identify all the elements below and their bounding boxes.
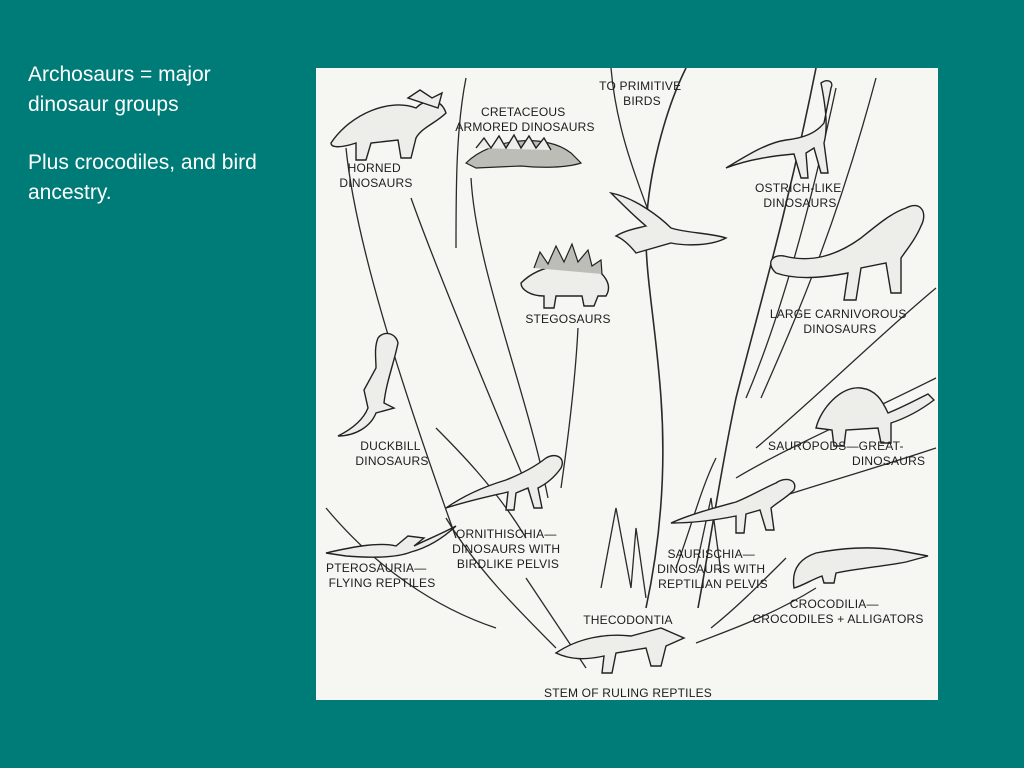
branch-pterosauria xyxy=(445,517,557,649)
label-large-carnivorous: LARGE CARNIVOROUS DINOSAURS xyxy=(770,307,910,336)
branch-cretaceous xyxy=(470,177,549,499)
label-ostrich-like: OSTRICH-LIKE DINOSAURS xyxy=(755,181,845,210)
large-carnivore-figure xyxy=(770,204,925,301)
branch-carnivore xyxy=(755,287,937,449)
slide-text: Archosaurs = major dinosaur groups Plus … xyxy=(28,60,278,236)
label-duckbill: DUCKBILL DINOSAURS xyxy=(355,439,428,468)
label-primitive-birds: TO PRIMITIVE BIRDS xyxy=(599,79,685,108)
thecodont-figure xyxy=(554,627,686,674)
label-cretaceous-armored: CRETACEOUS ARMORED DINOSAURS xyxy=(455,105,594,134)
duckbill-figure xyxy=(337,332,399,437)
tree-labels: TO PRIMITIVE BIRDS CRETACEOUS ARMORED DI… xyxy=(326,79,925,700)
ostrich-dinosaur-figure xyxy=(725,80,833,179)
tree-branches xyxy=(325,68,937,669)
basal-spikes xyxy=(600,507,647,599)
saurischian-figure xyxy=(670,478,796,534)
branch-crocodilia xyxy=(710,557,787,629)
bird-ancestor-figure xyxy=(608,191,728,254)
slide-paragraph-2: Plus crocodiles, and bird ancestry. xyxy=(28,151,257,204)
branch-left-low xyxy=(325,507,497,629)
branch-primitive-birds xyxy=(610,68,652,219)
label-stegosaurs: STEGOSAURS xyxy=(525,312,610,326)
armored-dinosaur-figure xyxy=(464,133,583,169)
branch-far-left xyxy=(345,147,457,539)
sauropod-figure xyxy=(815,387,936,447)
branch-left-top xyxy=(455,77,467,249)
branch-stegosaurs xyxy=(560,327,579,489)
archosaur-family-tree: TO PRIMITIVE BIRDS CRETACEOUS ARMORED DI… xyxy=(316,68,938,700)
slide-paragraph-1: Archosaurs = major dinosaur groups xyxy=(28,63,211,116)
branch-horned xyxy=(410,197,537,509)
ornithischian-figure xyxy=(445,454,563,511)
branch-right-low xyxy=(695,587,817,644)
label-crocodilia: CROCODILIA— CROCODILES + ALLIGATORS xyxy=(752,597,923,626)
pterosaur-figure xyxy=(325,525,457,558)
label-horned: HORNED DINOSAURS xyxy=(339,161,412,190)
trunk-right-line xyxy=(697,68,817,609)
tree-diagram: TO PRIMITIVE BIRDS CRETACEOUS ARMORED DI… xyxy=(325,68,937,700)
stegosaurus-figure xyxy=(520,242,610,309)
basal-spikes-right xyxy=(695,497,722,574)
label-ornithischia: ORNITHISCHIA— DINOSAURS WITH BIRDLIKE PE… xyxy=(452,527,564,571)
branch-duckbill xyxy=(435,427,527,539)
label-thecodontia: THECODONTIA xyxy=(583,613,673,627)
label-saurischia: SAURISCHIA— DINOSAURS WITH REPTILIAN PEL… xyxy=(657,547,769,591)
label-pterosauria: PTEROSAURIA— FLYING REPTILES xyxy=(326,561,435,590)
crocodile-figure xyxy=(792,547,929,589)
branch-sauropods xyxy=(735,377,937,479)
branch-saurischia xyxy=(675,457,717,569)
trunk-left-line xyxy=(645,68,687,609)
label-stem: STEM OF RULING REPTILES xyxy=(544,686,712,700)
label-sauropods: SAUROPODS—GREAT- DINOSAURS xyxy=(768,439,925,468)
horned-dinosaur-figure xyxy=(330,89,447,161)
